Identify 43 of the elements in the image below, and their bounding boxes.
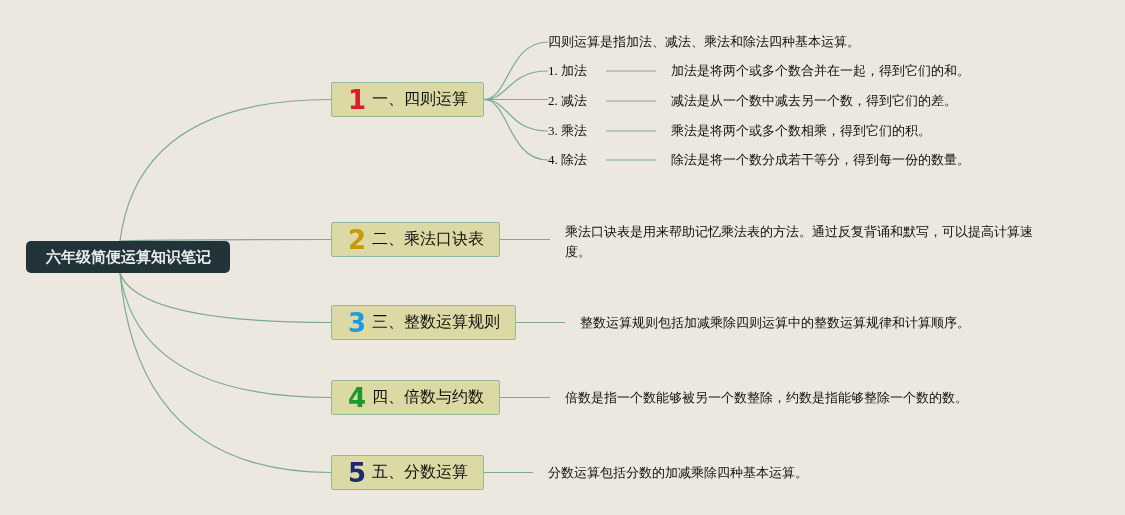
step-number: 1: [348, 86, 367, 113]
topic-box: [331, 222, 500, 257]
note-text: 除法是将一个数分成若干等分，得到每一份的数量。: [656, 150, 1016, 170]
item-label: 3. 乘法: [548, 121, 606, 141]
note-text: 减法是从一个数中减去另一个数，得到它们的差。: [656, 91, 1016, 111]
connector-line: [605, 159, 657, 161]
connector-line: [605, 70, 657, 72]
connector-line: [483, 98, 549, 161]
connector-line: [119, 272, 332, 324]
topic-title: 四、倍数与约数: [372, 387, 485, 408]
step-number: 3: [348, 309, 367, 336]
note-text: 分数运算包括分数的加减乘除四种基本运算。: [533, 463, 853, 483]
connector-line: [119, 272, 332, 474]
note-text: 整数运算规则包括加减乘除四则运算中的整数运算规律和计算顺序。: [565, 313, 1025, 333]
item-label: 2. 减法: [548, 91, 606, 111]
step-number: 5: [348, 459, 367, 486]
topic-title: 一、四则运算: [372, 89, 469, 110]
connector-line: [499, 238, 551, 241]
note-text: 乘法口诀表是用来帮助记忆乘法表的方法。通过反复背诵和默写，可以提高计算速度。: [550, 222, 1055, 262]
topic-title: 三、整数运算规则: [372, 312, 501, 333]
step-number: 2: [348, 226, 367, 253]
note-text: 倍数是指一个数能够被另一个数整除，约数是指能够整除一个数的数。: [550, 388, 1010, 408]
topic-box: [331, 305, 516, 340]
note-text: 乘法是将两个或多个数相乘，得到它们的积。: [656, 121, 1016, 141]
connector-line: [605, 100, 657, 102]
note-text: 加法是将两个或多个数合并在一起，得到它们的和。: [656, 61, 1016, 81]
item-label: 1. 加法: [548, 61, 606, 81]
connector-line: [483, 471, 534, 474]
connector-line: [515, 321, 566, 324]
topic-box: [331, 380, 500, 415]
topic-title: 五、分数运算: [372, 462, 469, 483]
connector-line: [119, 98, 332, 242]
step-number: 4: [348, 384, 367, 411]
item-label: 4. 除法: [548, 150, 606, 170]
topic-box: [331, 455, 484, 490]
note-text: 四则运算是指加法、减法、乘法和除法四种基本运算。: [548, 32, 888, 52]
topic-title: 二、乘法口诀表: [372, 229, 485, 250]
connector-line: [119, 238, 332, 242]
connector-line: [499, 396, 551, 399]
central-topic-box: [26, 241, 230, 273]
central-topic-text: 六年级简便运算知识笔记: [45, 247, 211, 267]
connector-line: [605, 130, 657, 132]
topic-box: [331, 82, 484, 117]
